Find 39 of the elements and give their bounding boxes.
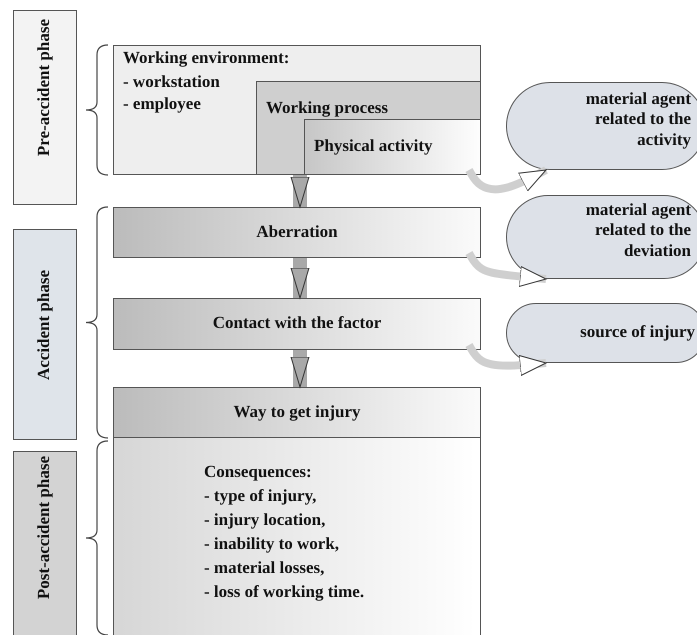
node-text: Working environment: xyxy=(123,48,290,68)
node-text: material agent related to the deviation xyxy=(584,200,691,262)
process-box xyxy=(113,207,481,258)
node-text: - inability to work, xyxy=(204,534,340,554)
node-text: material agent related to the activity xyxy=(584,89,691,150)
process-box xyxy=(304,119,481,175)
node-text: source of injury xyxy=(579,322,695,342)
curved-arrow xyxy=(466,343,546,376)
block-arrow xyxy=(290,350,310,388)
process-box xyxy=(113,45,481,175)
node-text: - type of injury, xyxy=(204,486,316,506)
node-text: Post-accident phase xyxy=(34,456,54,600)
node-text: - injury location, xyxy=(204,510,326,530)
node-text: - employee xyxy=(123,94,201,114)
node-text: Aberration xyxy=(255,222,339,242)
process-box xyxy=(113,298,481,350)
block-arrow xyxy=(290,258,310,298)
block-arrow xyxy=(290,175,310,208)
node-text: - loss of working time. xyxy=(204,582,364,602)
node-text: Working process xyxy=(266,98,388,118)
node-text: Physical activity xyxy=(314,136,433,156)
phase-label-box xyxy=(13,10,77,205)
process-box xyxy=(113,387,481,438)
phase-label-box xyxy=(13,451,77,635)
node-text: - material losses, xyxy=(204,558,324,578)
curved-arrow xyxy=(466,251,546,287)
callout-bubble xyxy=(506,195,697,279)
node-text: - workstation xyxy=(123,72,220,92)
callout-bubble xyxy=(506,303,697,363)
node-text: Pre-accident phase xyxy=(34,19,54,156)
node-text: Consequences: xyxy=(204,462,312,482)
node-text: Accident phase xyxy=(34,270,54,380)
callout-bubble xyxy=(506,82,697,170)
process-box xyxy=(113,437,481,635)
phase-label-box xyxy=(13,229,77,440)
process-box xyxy=(256,81,481,175)
node-text: Contact with the factor xyxy=(212,313,382,334)
node-text: Way to get injury xyxy=(232,402,362,422)
curved-arrow xyxy=(466,166,548,194)
